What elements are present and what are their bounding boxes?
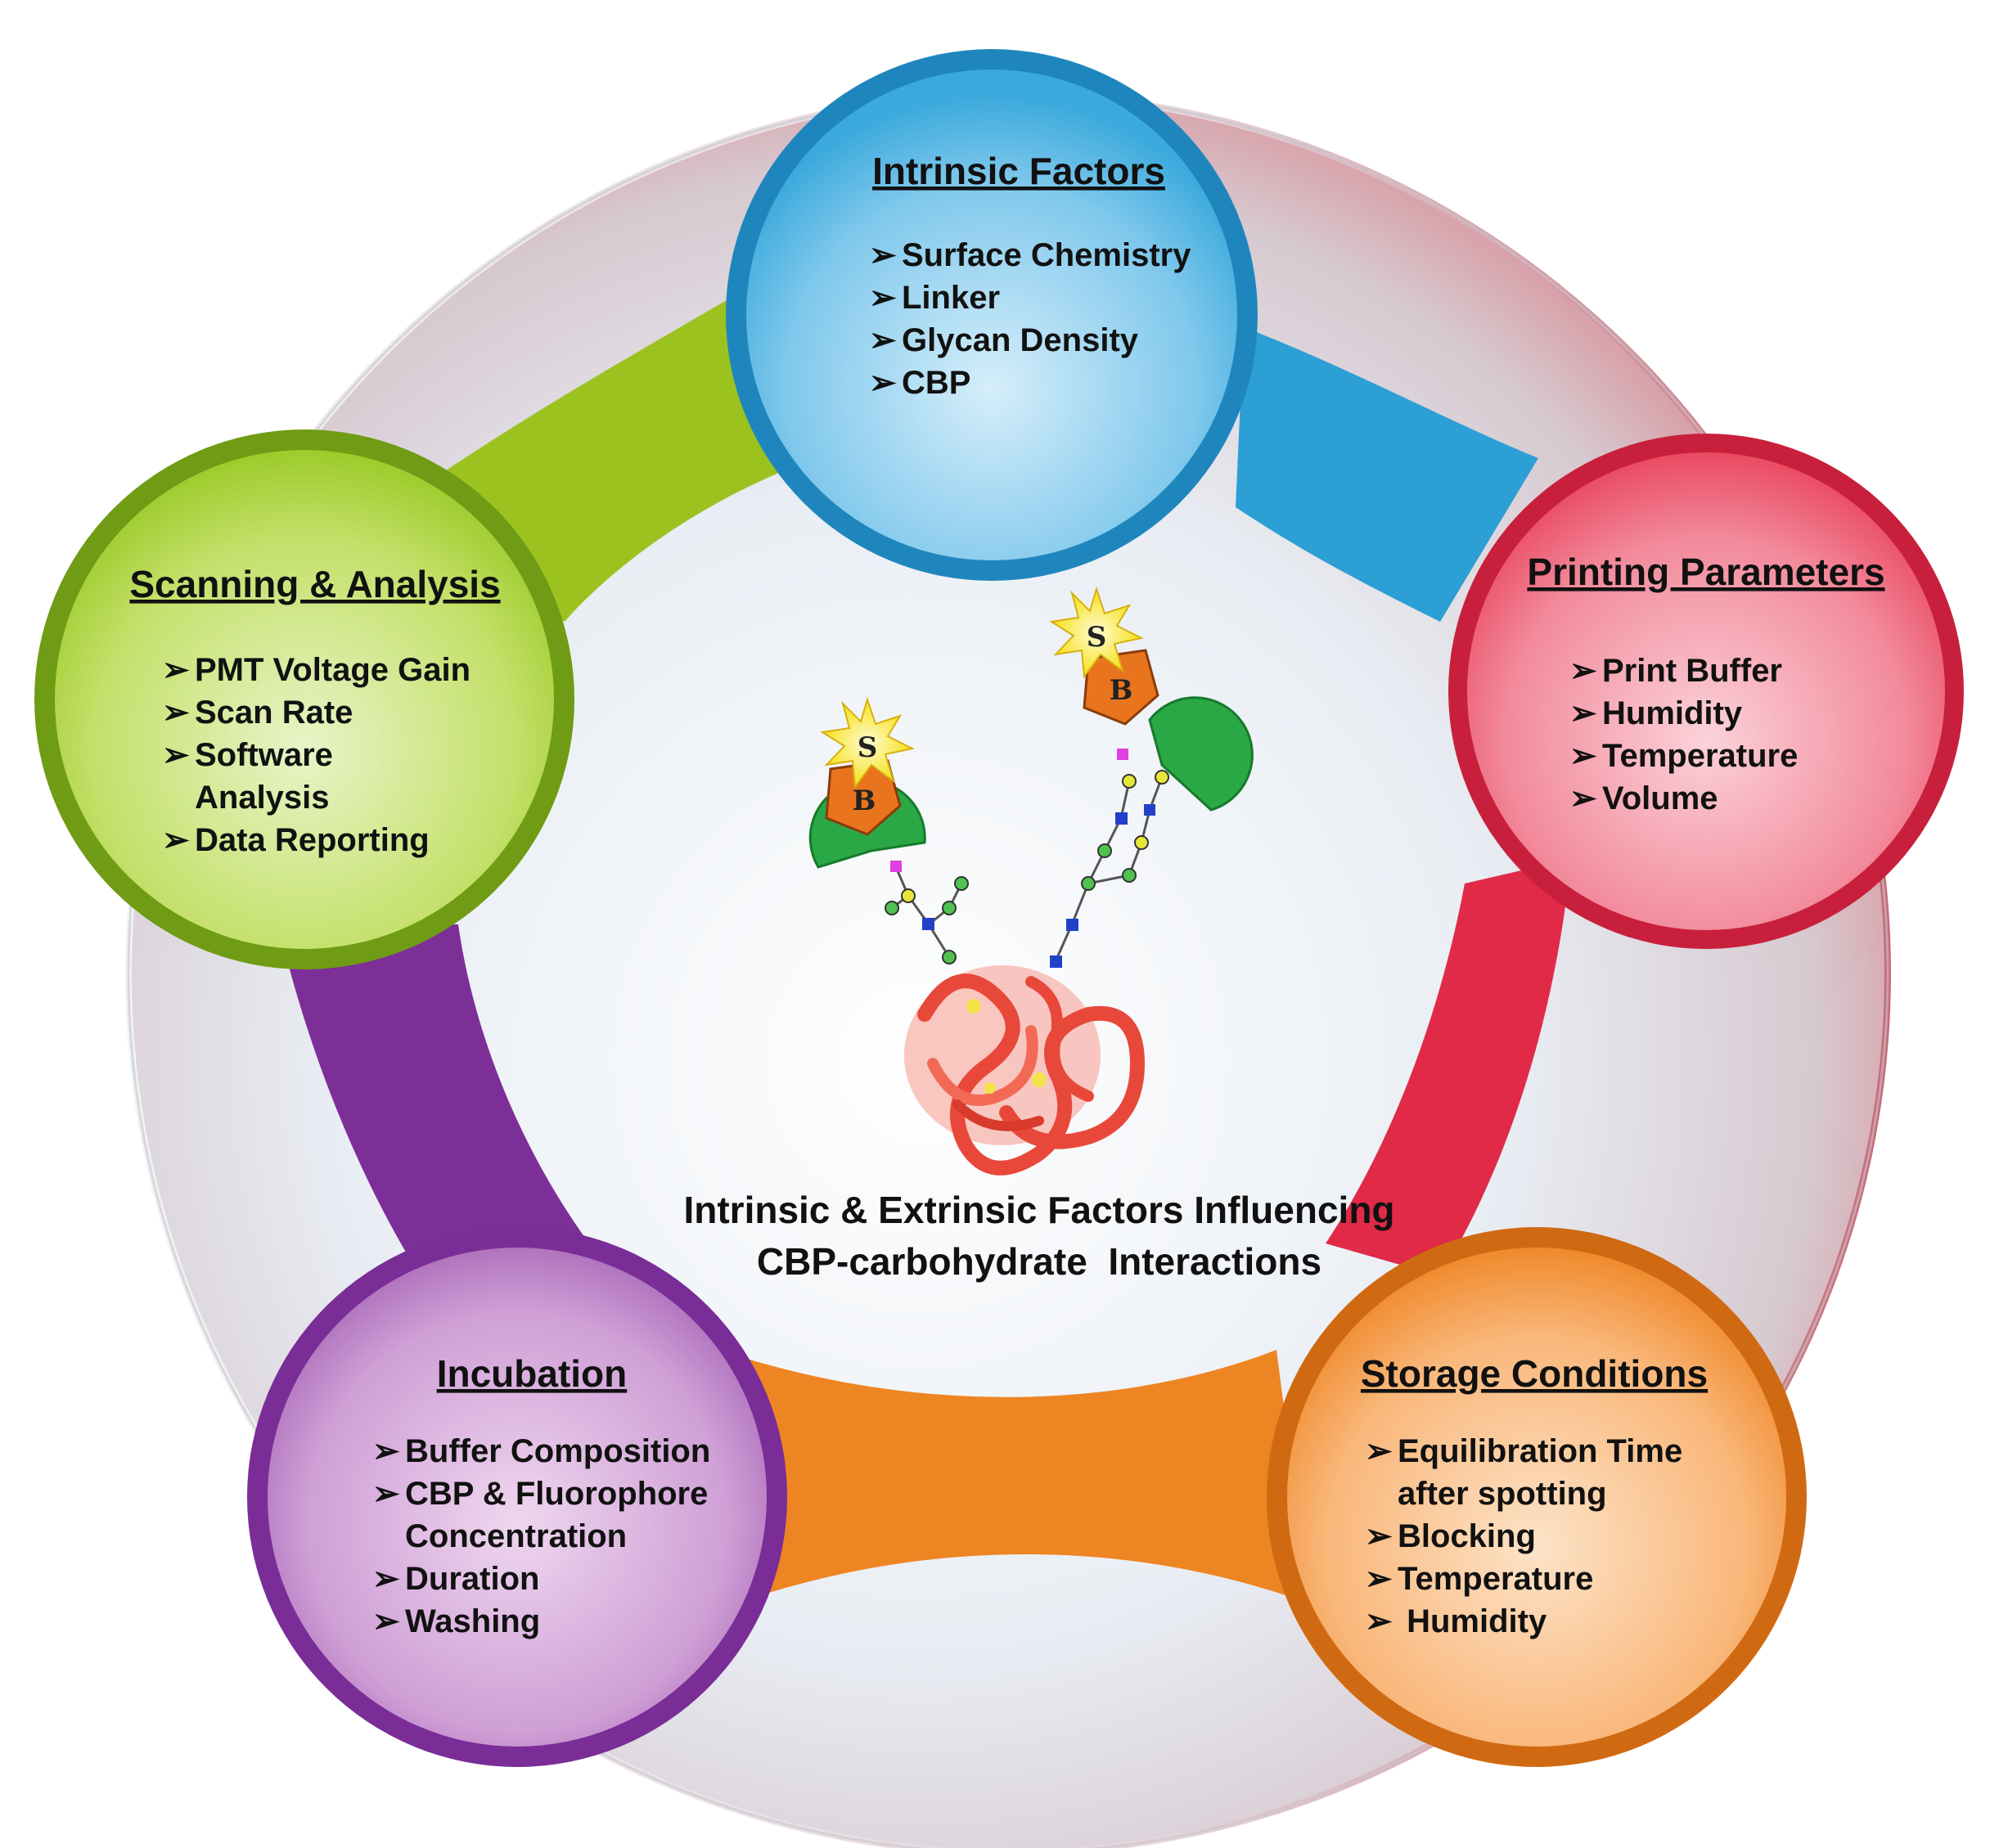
incubation-item-bullet: ➢ bbox=[372, 1603, 400, 1639]
glycan-protein-illustration: B S B S bbox=[808, 586, 1254, 1176]
connector-purple-green bbox=[278, 924, 589, 1309]
scanning-item: Scan Rate bbox=[195, 695, 353, 731]
node-storage bbox=[1267, 1227, 1807, 1767]
intrinsic-item-bullet: ➢ bbox=[869, 322, 897, 358]
storage-item-bullet: ➢ bbox=[1365, 1603, 1393, 1639]
scanning-title: Scanning & Analysis bbox=[129, 563, 500, 605]
storage-item: Humidity bbox=[1398, 1603, 1547, 1639]
incubation-item: Concentration bbox=[405, 1518, 627, 1554]
node-printing bbox=[1448, 434, 1964, 949]
intrinsic-item-bullet: ➢ bbox=[869, 237, 897, 273]
storage-items: ➢ Equilibration Time after spotting ➢ Bl… bbox=[1365, 1433, 1682, 1639]
intrinsic-items: ➢ Surface Chemistry ➢ Linker ➢ Glycan De… bbox=[869, 237, 1191, 401]
storage-item: Blocking bbox=[1398, 1518, 1536, 1554]
printing-item-bullet: ➢ bbox=[1569, 695, 1597, 731]
node-incubation bbox=[247, 1227, 787, 1767]
printing-item: Print Buffer bbox=[1602, 653, 1782, 689]
incubation-item-bullet: ➢ bbox=[372, 1476, 400, 1512]
biotin-left-label: B bbox=[853, 785, 876, 817]
printing-item: Temperature bbox=[1602, 738, 1798, 774]
storage-title: Storage Conditions bbox=[1361, 1352, 1708, 1395]
scanning-item-bullet: ➢ bbox=[162, 652, 190, 688]
printing-item: Volume bbox=[1602, 780, 1718, 816]
intrinsic-item-bullet: ➢ bbox=[869, 365, 897, 401]
scanning-item: Analysis bbox=[195, 780, 330, 816]
protein-icon bbox=[904, 965, 1146, 1176]
glycan-chain-right bbox=[1050, 740, 1169, 968]
printing-item-bullet: ➢ bbox=[1569, 653, 1597, 689]
scanning-item: Software bbox=[195, 737, 333, 773]
scanning-item-bullet: ➢ bbox=[162, 737, 190, 773]
scanning-item-bullet: ➢ bbox=[162, 822, 190, 858]
connector-blue-red bbox=[1236, 327, 1538, 622]
printing-items: ➢ Print Buffer ➢ Humidity ➢ Temperature … bbox=[1569, 653, 1798, 816]
node-intrinsic bbox=[726, 49, 1258, 581]
storage-item-bullet: ➢ bbox=[1365, 1518, 1393, 1554]
center-title-line2: CBP-carbohydrate Interactions bbox=[757, 1240, 1321, 1283]
intrinsic-item: Surface Chemistry bbox=[902, 237, 1191, 273]
incubation-item: CBP & Fluorophore bbox=[405, 1476, 708, 1512]
scanning-item-bullet: ➢ bbox=[162, 695, 190, 731]
streptavidin-right-icon: S bbox=[1049, 586, 1145, 679]
biotin-right-label: B bbox=[1110, 674, 1133, 707]
incubation-title: Incubation bbox=[437, 1352, 628, 1395]
biotin-right-icon: B bbox=[1083, 649, 1159, 726]
intrinsic-item: Linker bbox=[902, 280, 1000, 316]
printing-item-bullet: ➢ bbox=[1569, 738, 1597, 774]
printing-item-bullet: ➢ bbox=[1569, 780, 1597, 816]
lectin-right-icon bbox=[1148, 696, 1254, 812]
printing-title: Printing Parameters bbox=[1527, 551, 1884, 593]
node-scanning bbox=[34, 429, 574, 969]
streptavidin-left-label: S bbox=[858, 731, 878, 764]
streptavidin-right-label: S bbox=[1087, 621, 1107, 654]
incubation-item-bullet: ➢ bbox=[372, 1561, 400, 1597]
connector-red-orange bbox=[1326, 859, 1571, 1276]
storage-item: Temperature bbox=[1398, 1561, 1593, 1597]
incubation-item: Buffer Composition bbox=[405, 1433, 710, 1469]
storage-item: Equilibration Time bbox=[1398, 1433, 1682, 1469]
intrinsic-item: CBP bbox=[902, 365, 970, 401]
connector-orange-purple bbox=[736, 1350, 1309, 1603]
center-title-line1: Intrinsic & Extrinsic Factors Influencin… bbox=[683, 1189, 1394, 1231]
intrinsic-item-bullet: ➢ bbox=[869, 280, 897, 316]
glycan-chain-left bbox=[885, 861, 969, 964]
incubation-item: Duration bbox=[405, 1561, 539, 1597]
incubation-item: Washing bbox=[405, 1603, 540, 1639]
storage-item-bullet: ➢ bbox=[1365, 1433, 1393, 1469]
scanning-items: ➢ PMT Voltage Gain ➢ Scan Rate ➢ Softwar… bbox=[162, 652, 470, 858]
storage-item: after spotting bbox=[1398, 1476, 1607, 1512]
printing-item: Humidity bbox=[1602, 695, 1743, 731]
storage-item-bullet: ➢ bbox=[1365, 1561, 1393, 1597]
intrinsic-title: Intrinsic Factors bbox=[872, 150, 1165, 192]
scanning-item: Data Reporting bbox=[195, 822, 430, 858]
incubation-item-bullet: ➢ bbox=[372, 1433, 400, 1469]
scanning-item: PMT Voltage Gain bbox=[195, 652, 470, 688]
intrinsic-item: Glycan Density bbox=[902, 322, 1139, 358]
streptavidin-left-icon: S bbox=[820, 696, 916, 789]
incubation-items: ➢ Buffer Composition ➢ CBP & Fluorophore… bbox=[372, 1433, 710, 1639]
